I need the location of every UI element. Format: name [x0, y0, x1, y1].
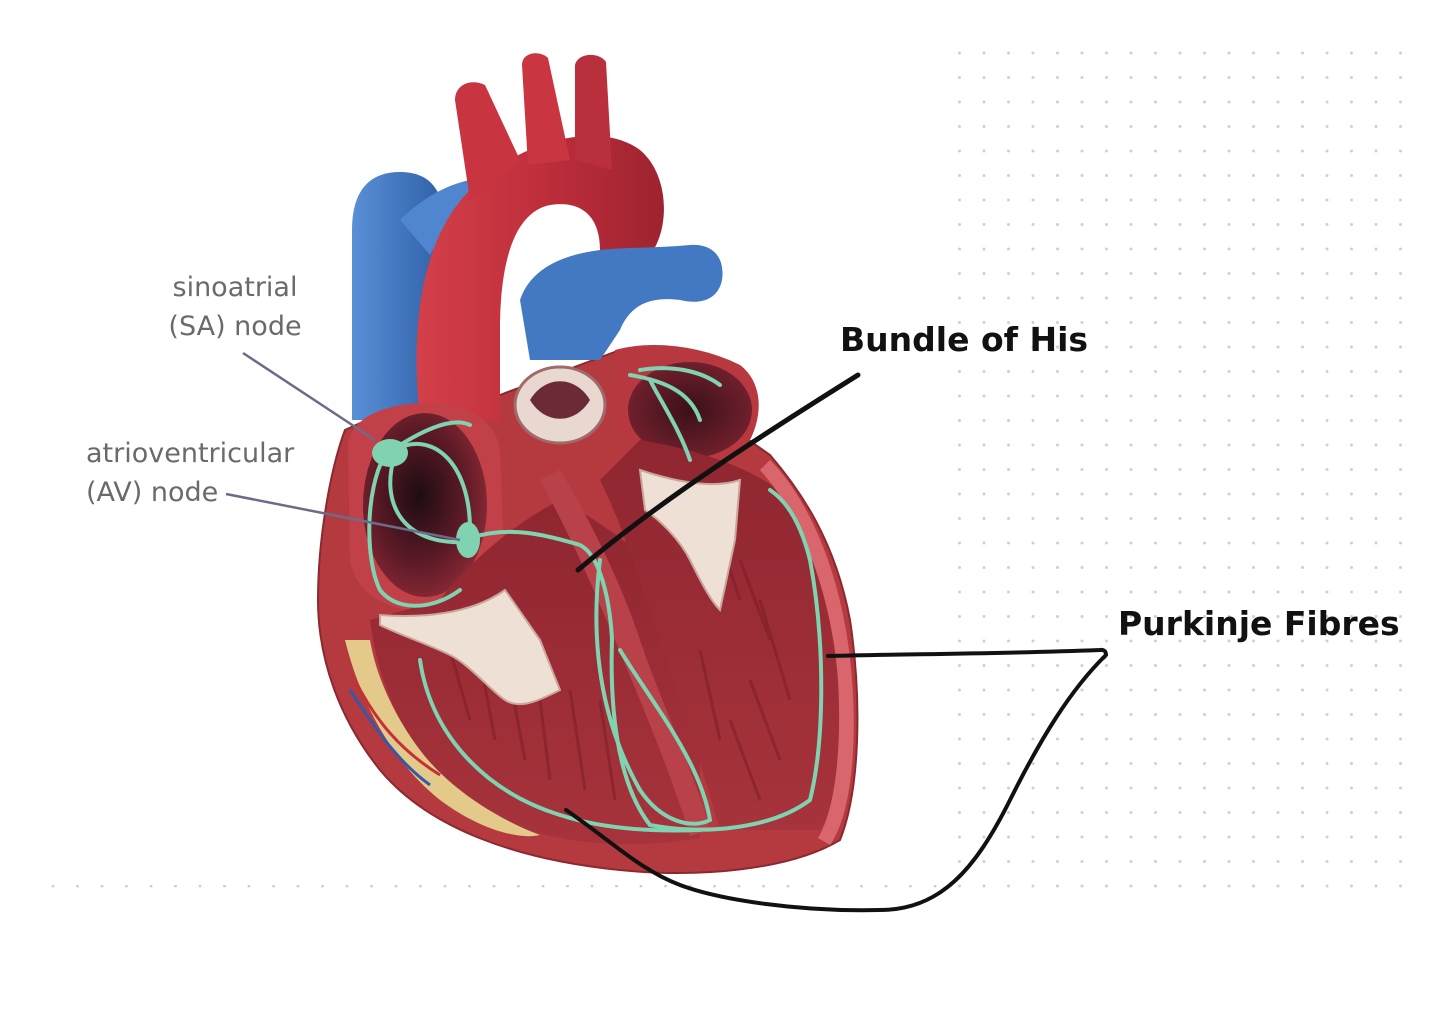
- left-ventricle: [600, 440, 846, 830]
- left-atrium-pathway: [628, 366, 722, 462]
- bundle-of-his-pointer: [575, 372, 861, 573]
- sa-internodal-pathway: [367, 453, 462, 608]
- interventricular-septum: [540, 470, 710, 836]
- left-common-carotid: [522, 53, 570, 165]
- conduction-system: [367, 366, 824, 833]
- av-node-label: atrioventricular (AV) node: [86, 434, 295, 512]
- purkinje-pointer-upper: [826, 647, 1108, 660]
- heart-illustration: [316, 53, 859, 874]
- purkinje-left: [609, 488, 824, 832]
- sa-node-label-line2: (SA) node: [168, 311, 302, 342]
- tricuspid-valve: [379, 588, 562, 706]
- printed-pointer-lines: [225, 351, 461, 542]
- bundle-of-his-label: Bundle of His: [840, 320, 1089, 359]
- purkinje-pointer-lower: [564, 653, 1108, 913]
- bundle-of-his-path: [468, 529, 614, 642]
- av-node-label-line1: atrioventricular: [86, 438, 295, 469]
- left-subclavian-artery: [575, 54, 612, 170]
- sa-node-label: sinoatrial (SA) node: [160, 268, 310, 346]
- brachiocephalic-artery: [455, 82, 520, 200]
- sa-node-label-line1: sinoatrial: [172, 272, 298, 303]
- left-ventricle-wall: [760, 460, 854, 845]
- purkinje-fibres-label: Purkinje Fibres: [1118, 604, 1400, 643]
- pulmonary-artery: [520, 244, 723, 360]
- av-node-label-line2: (AV) node: [86, 477, 219, 508]
- coronary-fat: [345, 640, 540, 837]
- aorta: [416, 135, 664, 420]
- sa-pointer-line: [242, 351, 376, 442]
- right-bundle-branch: [594, 558, 713, 826]
- purkinje-right: [418, 658, 702, 833]
- sa-node: [372, 439, 408, 467]
- av-node: [456, 522, 480, 558]
- av-pointer-line: [225, 492, 461, 542]
- handwritten-annotation-lines: [564, 372, 1108, 913]
